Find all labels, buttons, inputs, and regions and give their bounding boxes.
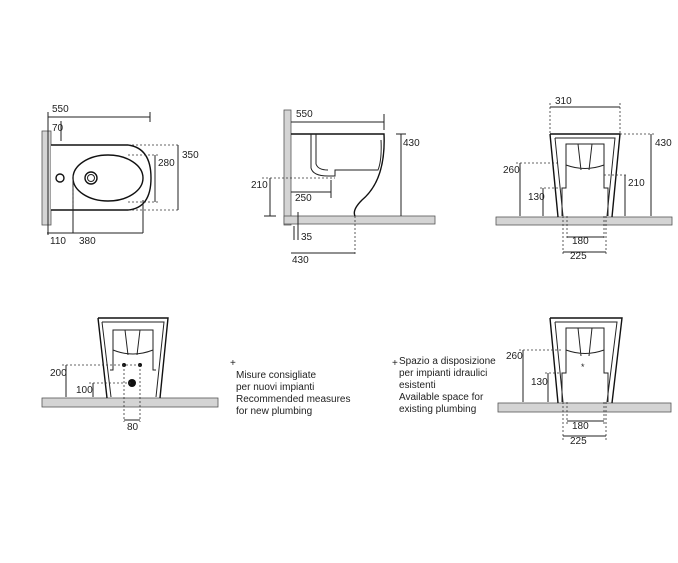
existing-plumbing-view: * 260 130 180 225 — [497, 317, 672, 447]
dim-100: 100 — [76, 385, 93, 396]
dim-310: 310 — [555, 96, 572, 107]
tap-hole — [55, 173, 65, 183]
legend-marker: + — [392, 358, 398, 369]
legend-line: Spazio a disposizione — [399, 356, 496, 367]
dim-180: 180 — [572, 421, 589, 432]
front-outline — [97, 317, 169, 399]
drain — [84, 171, 98, 185]
dim-550: 550 — [52, 104, 69, 115]
legend-line: for new plumbing — [236, 406, 312, 417]
dim-225: 225 — [570, 436, 587, 447]
top-view: 550 70 350 280 110 380 — [41, 104, 199, 247]
legend-line: Available space for — [399, 392, 484, 403]
dim-35: 35 — [301, 232, 313, 243]
legend-line: Recommended measures — [236, 394, 351, 405]
legend-line: per nuovi impianti — [236, 382, 314, 393]
dim-130: 130 — [531, 377, 548, 388]
dim-70: 70 — [52, 123, 64, 134]
dim-250: 250 — [295, 193, 312, 204]
front-outline — [549, 317, 623, 404]
dim-210: 210 — [251, 180, 268, 191]
dim-225: 225 — [570, 251, 587, 262]
drain-outlet — [128, 379, 136, 387]
legend-new: + Misure consigliate per nuovi impianti … — [230, 358, 351, 417]
dim-550: 550 — [296, 109, 313, 120]
asterisk-marker: * — [581, 362, 585, 372]
dim-350: 350 — [182, 150, 199, 161]
legend-line: existing plumbing — [399, 404, 476, 415]
dim-200: 200 — [50, 368, 67, 379]
dim-80: 80 — [127, 422, 139, 433]
floor — [41, 397, 219, 408]
wall — [283, 109, 292, 226]
floor — [497, 402, 672, 413]
wall-plate — [41, 130, 52, 226]
legend-line: Misure consigliate — [236, 370, 316, 381]
dim-430: 430 — [655, 138, 672, 149]
dim-260: 260 — [506, 351, 523, 362]
dim-130: 130 — [528, 192, 545, 203]
front-view: 310 430 260 130 210 180 225 — [495, 96, 673, 262]
dim-430: 430 — [403, 138, 420, 149]
dim-280: 280 — [158, 158, 175, 169]
new-plumbing-view: 200 100 80 — [41, 317, 219, 433]
dim-210: 210 — [628, 178, 645, 189]
dim-180: 180 — [572, 236, 589, 247]
floor — [283, 215, 436, 225]
dim-430b: 430 — [292, 255, 309, 266]
bidet-side-outline — [291, 133, 385, 217]
dim-110: 110 — [50, 236, 66, 247]
legend-line: esistenti — [399, 380, 436, 391]
dim-260: 260 — [503, 165, 520, 176]
legend-existing: + Spazio a disposizione per impianti idr… — [392, 356, 496, 415]
side-view: 550 430 210 250 35 430 — [251, 109, 436, 266]
floor — [495, 216, 673, 226]
bowl-outline — [72, 154, 144, 202]
legend-marker: + — [230, 358, 236, 369]
front-outline — [549, 133, 621, 218]
dim-380: 380 — [79, 236, 96, 247]
legend-line: per impianti idraulici — [399, 368, 487, 379]
